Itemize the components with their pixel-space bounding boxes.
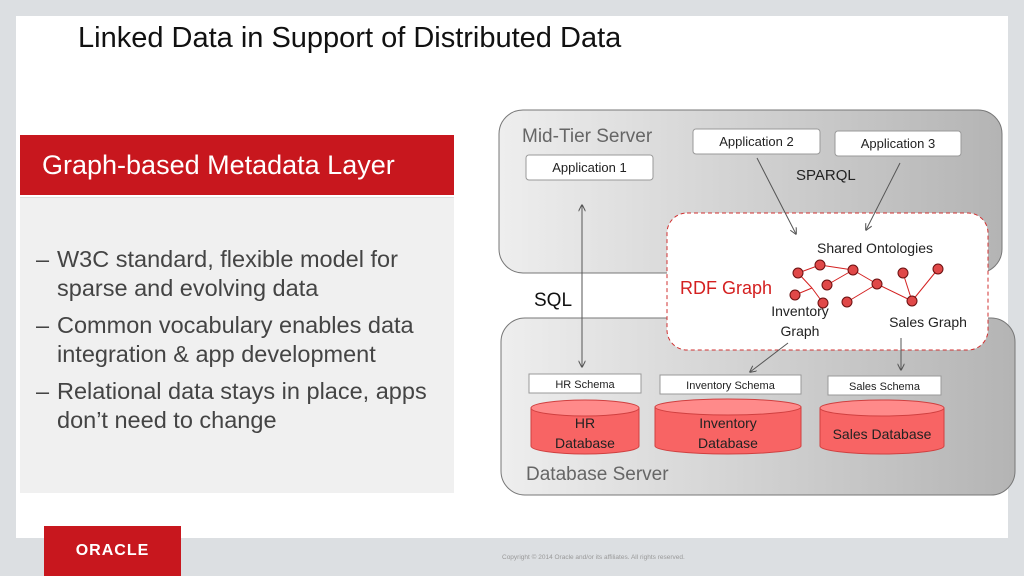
inventory-graph-label-2: Graph — [781, 323, 820, 339]
sparql-label: SPARQL — [796, 167, 856, 184]
rdf-graph-label: RDF Graph — [680, 278, 772, 298]
hr-database-cylinder — [530, 399, 640, 455]
graph-node — [841, 296, 853, 308]
graph-node — [792, 267, 804, 279]
graph-node — [817, 297, 829, 309]
inventory-schema-box — [659, 374, 802, 395]
panel-header: Graph-based Metadata Layer — [20, 135, 454, 195]
hr-database-label-2: Database — [555, 435, 615, 451]
bullet-item: –Common vocabulary enables data integrat… — [36, 311, 456, 369]
inventory-graph-arrow — [750, 342, 789, 372]
sql-label: SQL — [534, 290, 572, 311]
shared-ontologies-label: Shared Ontologies — [817, 240, 933, 256]
application-3-label: Application 3 — [861, 136, 935, 151]
bullet-panel — [20, 197, 454, 493]
copyright-text: Copyright © 2014 Oracle and/or its affil… — [502, 554, 685, 561]
mid-tier-label: Mid-Tier Server — [522, 126, 653, 147]
application-1-label: Application 1 — [552, 160, 626, 175]
bullet-list: –W3C standard, flexible model for sparse… — [36, 245, 456, 443]
sales-database-label: Sales Database — [833, 426, 932, 442]
application-2-box — [692, 128, 821, 155]
hr-database-label-1: HR — [575, 415, 595, 431]
application-2-label: Application 2 — [719, 134, 793, 149]
bullet-text: Relational data stays in place, apps don… — [57, 378, 427, 433]
graph-node — [789, 289, 801, 301]
database-server-label: Database Server — [526, 464, 669, 485]
bullet-text: Common vocabulary enables data integrati… — [57, 312, 414, 367]
graph-node — [814, 259, 826, 271]
dash-marker: – — [36, 312, 50, 338]
sales-schema-box — [827, 375, 942, 396]
graph-node — [821, 279, 833, 291]
bullet-item: –Relational data stays in place, apps do… — [36, 377, 456, 435]
oracle-logo-text: ORACLE — [75, 542, 150, 559]
graph-node — [847, 264, 859, 276]
dash-marker: – — [36, 246, 50, 272]
graph-nodes — [789, 259, 944, 309]
hr-schema-box — [528, 373, 642, 394]
dash-marker: – — [36, 378, 50, 404]
app3-to-ontologies-arrow — [866, 162, 901, 230]
sales-graph-label: Sales Graph — [889, 314, 967, 330]
inventory-database-cylinder — [654, 398, 802, 455]
inventory-graph-label-1: Inventory — [771, 303, 829, 319]
graph-node — [906, 295, 918, 307]
graph-node — [871, 278, 883, 290]
application-1-box — [525, 154, 654, 181]
inventory-database-label-1: Inventory — [699, 415, 757, 431]
bullet-text: W3C standard, flexible model for sparse … — [57, 246, 398, 301]
hr-schema-label: HR Schema — [555, 379, 615, 391]
graph-node — [932, 263, 944, 275]
bullet-item: –W3C standard, flexible model for sparse… — [36, 245, 456, 303]
inventory-database-label-2: Database — [698, 435, 758, 451]
oracle-logo: ORACLE — [44, 526, 181, 576]
graph-node — [897, 267, 909, 279]
slide-title: Linked Data in Support of Distributed Da… — [78, 22, 622, 54]
sales-schema-label: Sales Schema — [849, 381, 921, 393]
application-3-box — [834, 130, 962, 157]
inventory-schema-label: Inventory Schema — [686, 380, 776, 392]
sales-database-cylinder — [819, 399, 945, 455]
app2-to-ontologies-arrow — [756, 157, 796, 234]
